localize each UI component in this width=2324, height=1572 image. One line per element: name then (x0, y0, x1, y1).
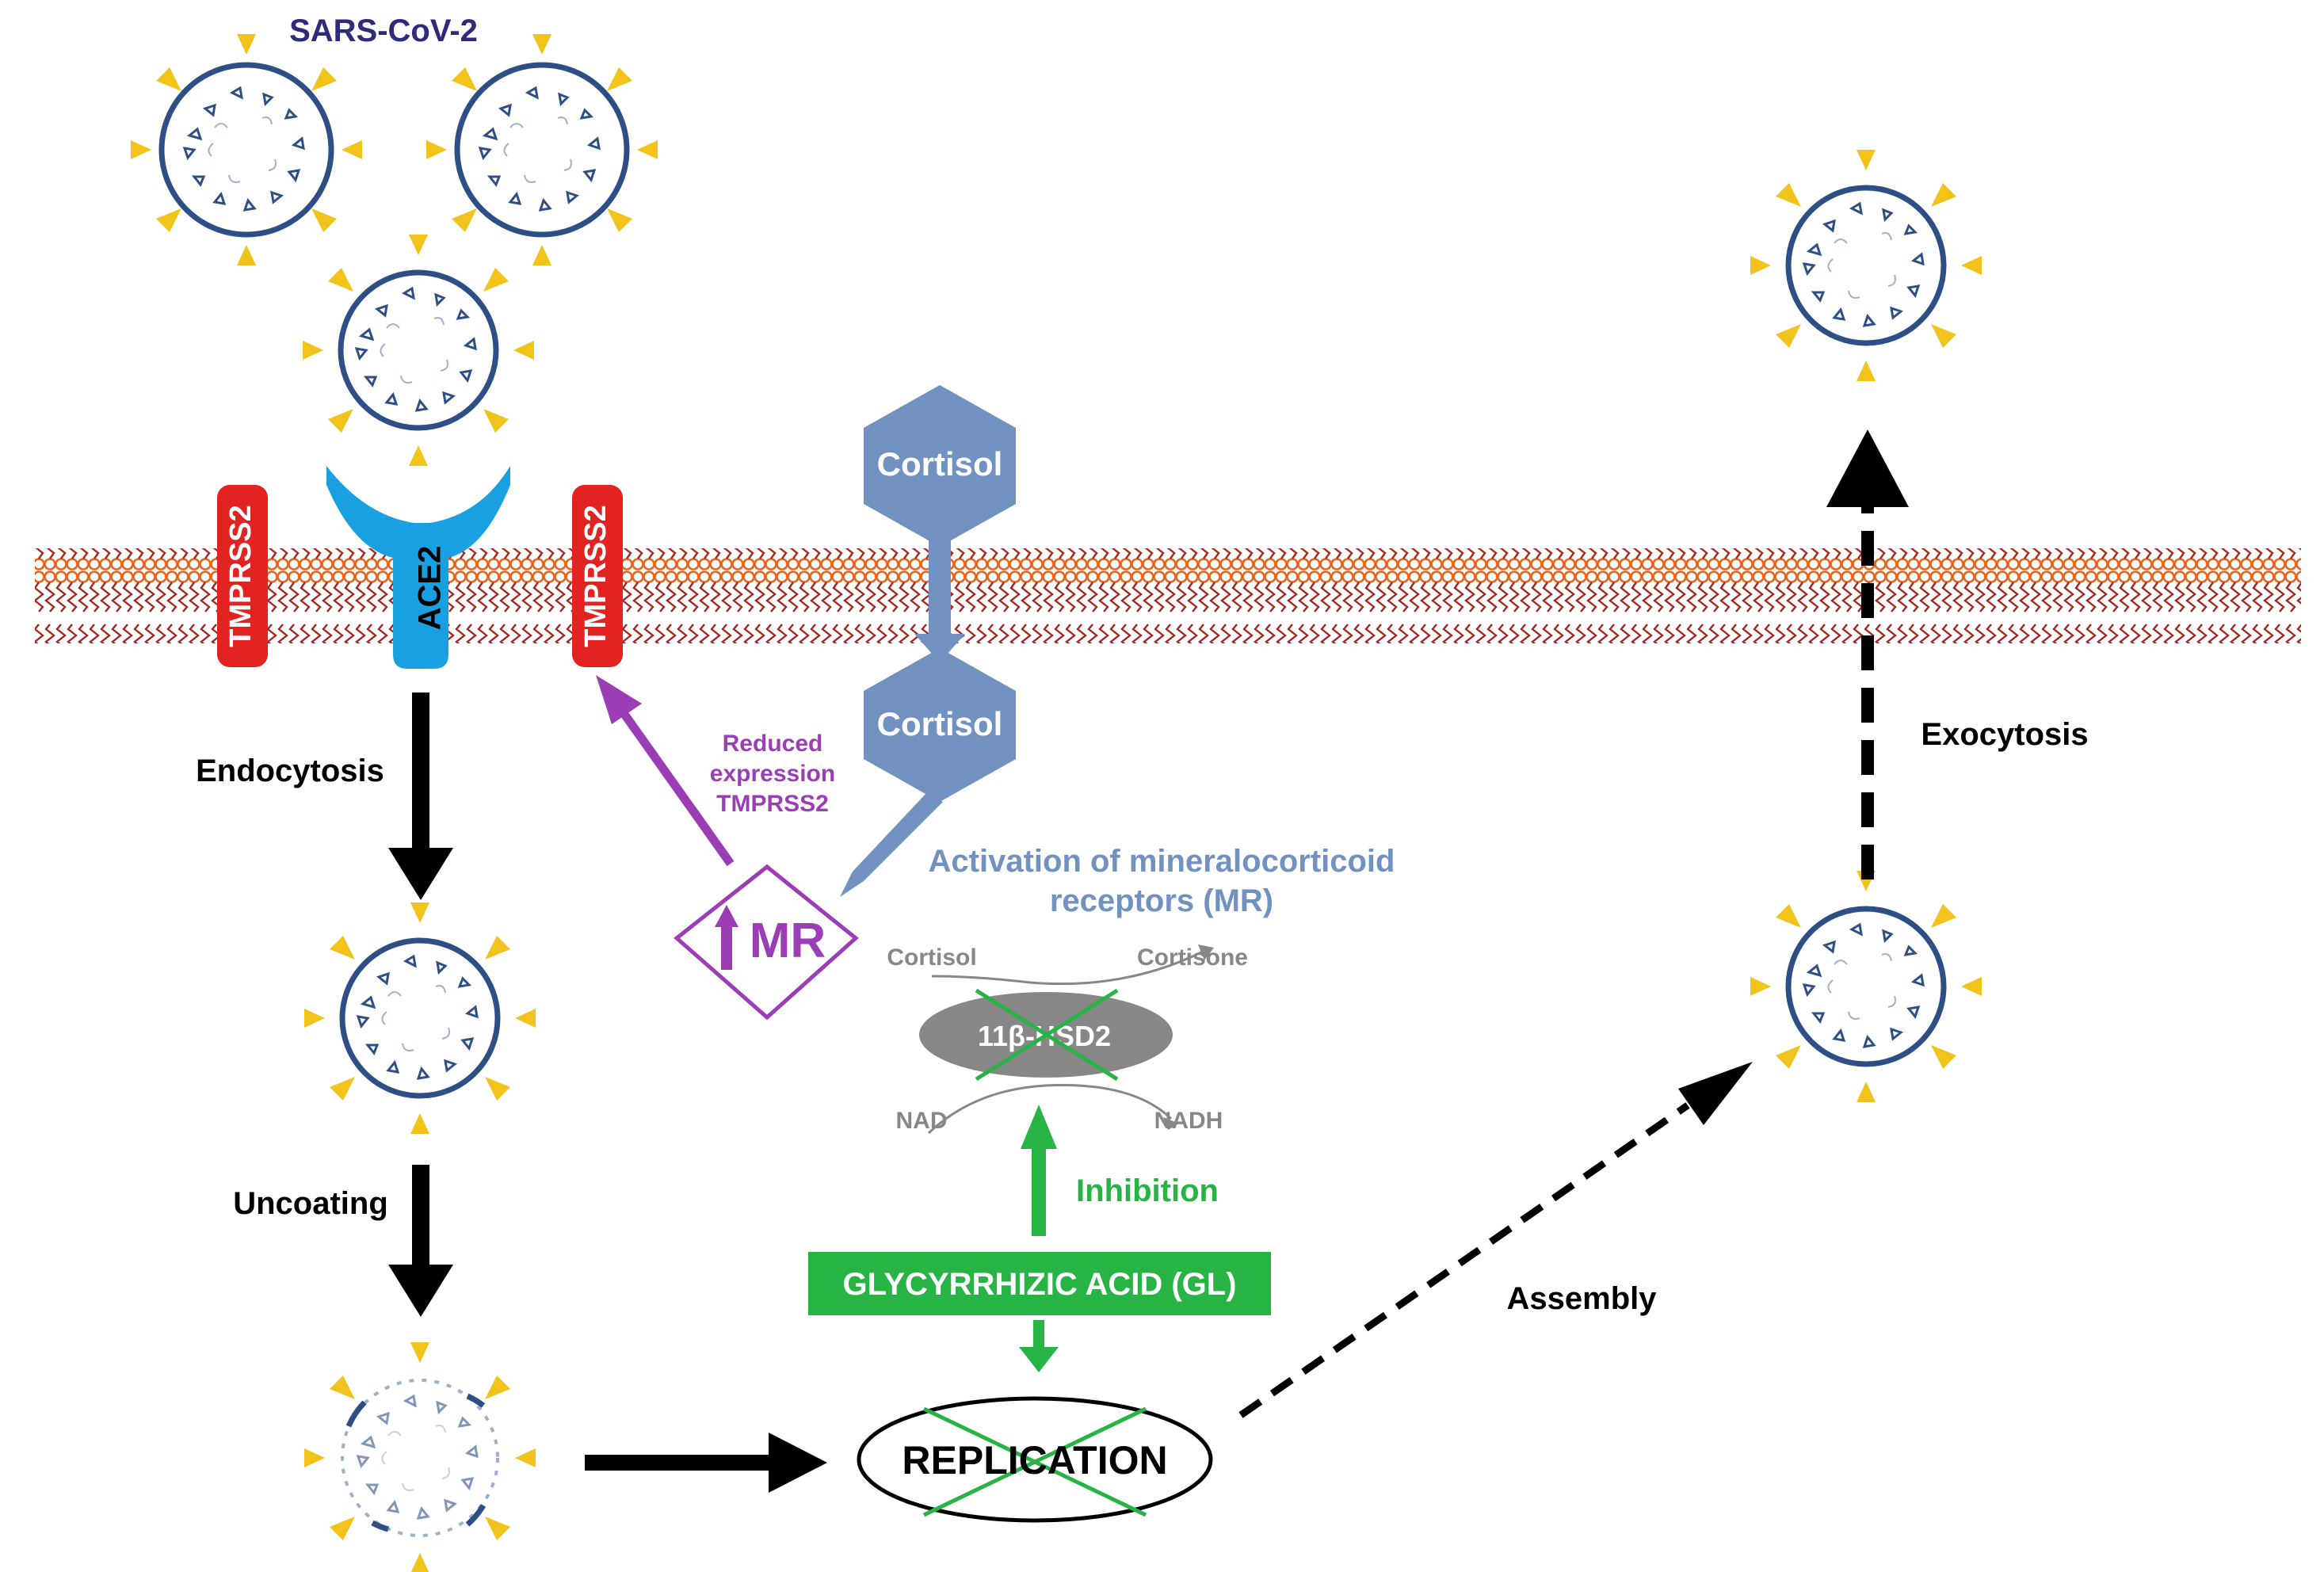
enzyme-11b-hsd2: 11β-HSD2 (919, 944, 1214, 1135)
tmprss2-left-label: TMPRSS2 (224, 505, 258, 647)
virus-particle-uncoated (304, 1342, 536, 1572)
exocytosis-arrow (1826, 429, 1909, 879)
enzyme-cofactor-out: NADH (1154, 1108, 1223, 1134)
replication-ellipse: REPLICATION (857, 1396, 1213, 1523)
to-replication-arrow (585, 1433, 827, 1493)
virus-particle-binding (303, 235, 534, 466)
reduced-expression-line3: TMPRSS2 (716, 791, 829, 817)
glycyrrhizic-acid-box: GLYCYRRHIZIC ACID (GL) (808, 1252, 1271, 1315)
inhibition-arrow (1021, 1105, 1057, 1236)
reduced-expression-arrow (596, 675, 735, 867)
enzyme-product: Cortisone (1137, 944, 1248, 971)
cortisol-inner-label: Cortisol (877, 705, 1003, 742)
ace2-label: ACE2 (413, 546, 448, 631)
cortisol-outer-label: Cortisol (877, 445, 1003, 483)
tmprss2-right: TMPRSS2 (572, 485, 623, 667)
enzyme-cofactor-in: NAD (896, 1108, 948, 1134)
ace2-receptor: ACE2 (326, 466, 510, 669)
assembly-arrow (1238, 1062, 1753, 1418)
cell-membrane (35, 548, 2301, 643)
drug-to-replication-arrow (1019, 1320, 1059, 1372)
virus-particle-assembled (1750, 871, 1982, 1102)
virus-particle-released (1750, 150, 1982, 381)
mr-activation-arrow (840, 792, 943, 897)
exocytosis-label: Exocytosis (1921, 717, 2088, 752)
drug-label: GLYCYRRHIZIC ACID (GL) (842, 1267, 1236, 1302)
inhibition-label: Inhibition (1076, 1173, 1219, 1208)
reduced-expression-line1: Reduced (723, 731, 823, 757)
activation-line1: Activation of mineralocorticoid (929, 844, 1395, 879)
endocytosis-label: Endocytosis (196, 754, 384, 788)
up-arrow-icon (715, 905, 738, 970)
virus-particle-top-left (131, 34, 362, 265)
tmprss2-right-label: TMPRSS2 (579, 505, 612, 647)
mr-label: MR (750, 914, 826, 968)
virus-particle-top-right (426, 34, 658, 265)
enzyme-substrate: Cortisol (887, 944, 976, 971)
cortisol-hexagon-outer: Cortisol (864, 385, 1016, 547)
virus-particle-endocytosed (304, 902, 536, 1134)
endocytosis-arrow (388, 693, 453, 900)
virus-title: SARS-CoV-2 (289, 13, 478, 48)
uncoating-label: Uncoating (233, 1186, 388, 1221)
activation-line2: receptors (MR) (1050, 883, 1273, 918)
assembly-label: Assembly (1507, 1281, 1658, 1316)
reduced-expression-line2: expression (710, 761, 835, 787)
cortisol-hexagon-inner: Cortisol (864, 648, 1016, 802)
uncoating-arrow (388, 1165, 453, 1317)
tmprss2-left: TMPRSS2 (217, 485, 268, 667)
mr-receptor: MR (674, 864, 859, 1021)
replication-label: REPLICATION (902, 1438, 1167, 1482)
